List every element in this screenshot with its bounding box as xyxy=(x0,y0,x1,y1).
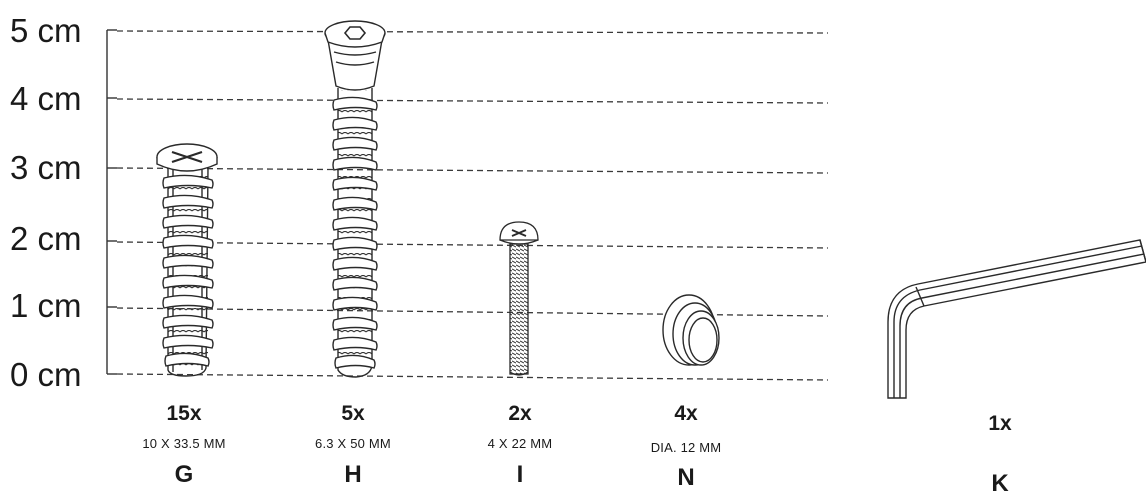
part-n-dimensions: DIA. 12 MM xyxy=(650,440,722,455)
scale-label-0cm: 0 cm xyxy=(10,356,82,393)
part-n-quantity: 4x xyxy=(674,402,698,425)
scale-ticks xyxy=(106,29,117,375)
scale-label-4cm: 4 cm xyxy=(10,80,82,117)
scale-label-2cm: 2 cm xyxy=(10,220,82,257)
scale-gridlines xyxy=(116,30,829,381)
part-g-code: G xyxy=(174,461,194,488)
part-k-code: K xyxy=(991,470,1009,497)
machine-screw-icon xyxy=(499,221,539,376)
part-h-code: H xyxy=(344,461,362,488)
wood-screw-phillips-icon xyxy=(156,143,218,377)
part-g-quantity: 15x xyxy=(166,402,202,425)
grommet-washer-icon xyxy=(662,294,720,366)
part-h-quantity: 5x xyxy=(341,402,365,425)
part-n-code: N xyxy=(677,464,695,491)
part-i-quantity: 2x xyxy=(508,402,532,425)
part-k-quantity: 1x xyxy=(988,412,1012,435)
scale-label-1cm: 1 cm xyxy=(10,287,82,324)
part-g-dimensions: 10 X 33.5 MM xyxy=(142,436,226,451)
part-i-dimensions: 4 X 22 MM xyxy=(487,436,553,451)
allen-key-icon xyxy=(887,239,1146,399)
part-h-dimensions: 6.3 X 50 MM xyxy=(315,436,391,451)
scale-label-5cm: 5 cm xyxy=(10,12,82,49)
connector-bolt-hex-icon xyxy=(324,20,386,378)
part-i-code: I xyxy=(516,461,524,488)
scale-label-3cm: 3 cm xyxy=(10,149,82,186)
